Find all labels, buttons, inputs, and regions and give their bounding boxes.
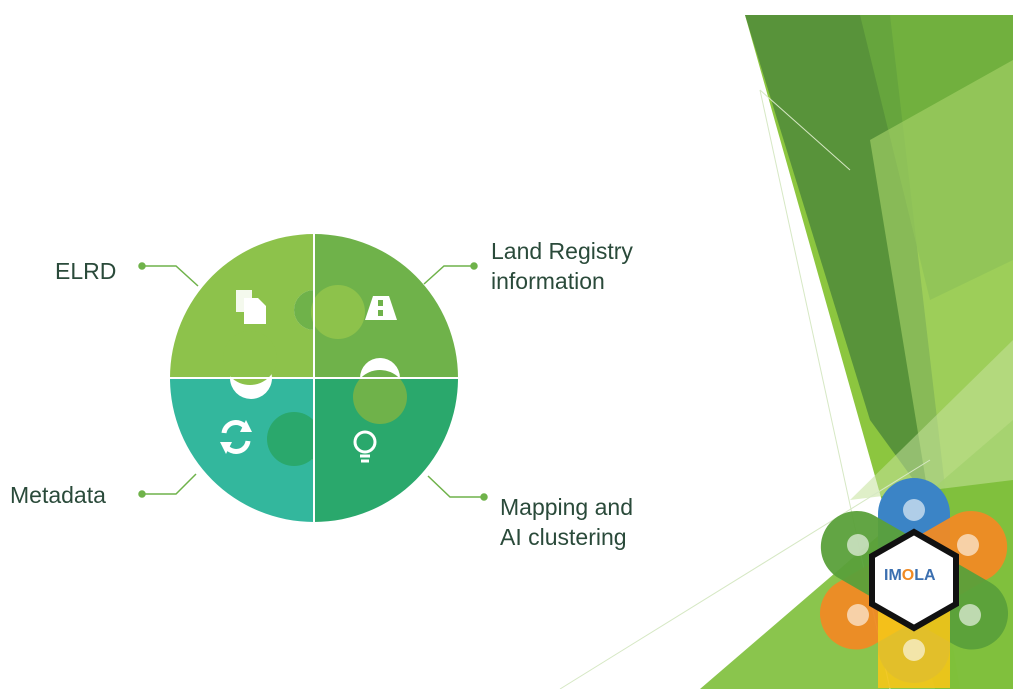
lightbulb-icon xyxy=(353,430,377,463)
puzzle-piece-mapping xyxy=(294,378,458,522)
connector-lines xyxy=(138,262,488,501)
document-icon xyxy=(236,290,266,324)
logo-text-left: IM xyxy=(884,567,902,584)
road-icon xyxy=(365,296,397,320)
refresh-icon xyxy=(220,420,252,454)
logo-text-right: LA xyxy=(914,567,936,584)
imola-logo xyxy=(819,478,1009,688)
label-elrd: ELRD xyxy=(55,258,117,284)
logo-wordmark: IMOLA xyxy=(884,567,936,585)
label-land-registry: Land Registry information xyxy=(491,238,633,294)
label-metadata: Metadata xyxy=(10,482,106,508)
puzzle-diagram xyxy=(170,234,458,522)
label-mapping: Mapping and AI clustering xyxy=(500,494,633,550)
logo-text-mid: O xyxy=(901,567,915,584)
hexagon-frame xyxy=(869,528,959,632)
